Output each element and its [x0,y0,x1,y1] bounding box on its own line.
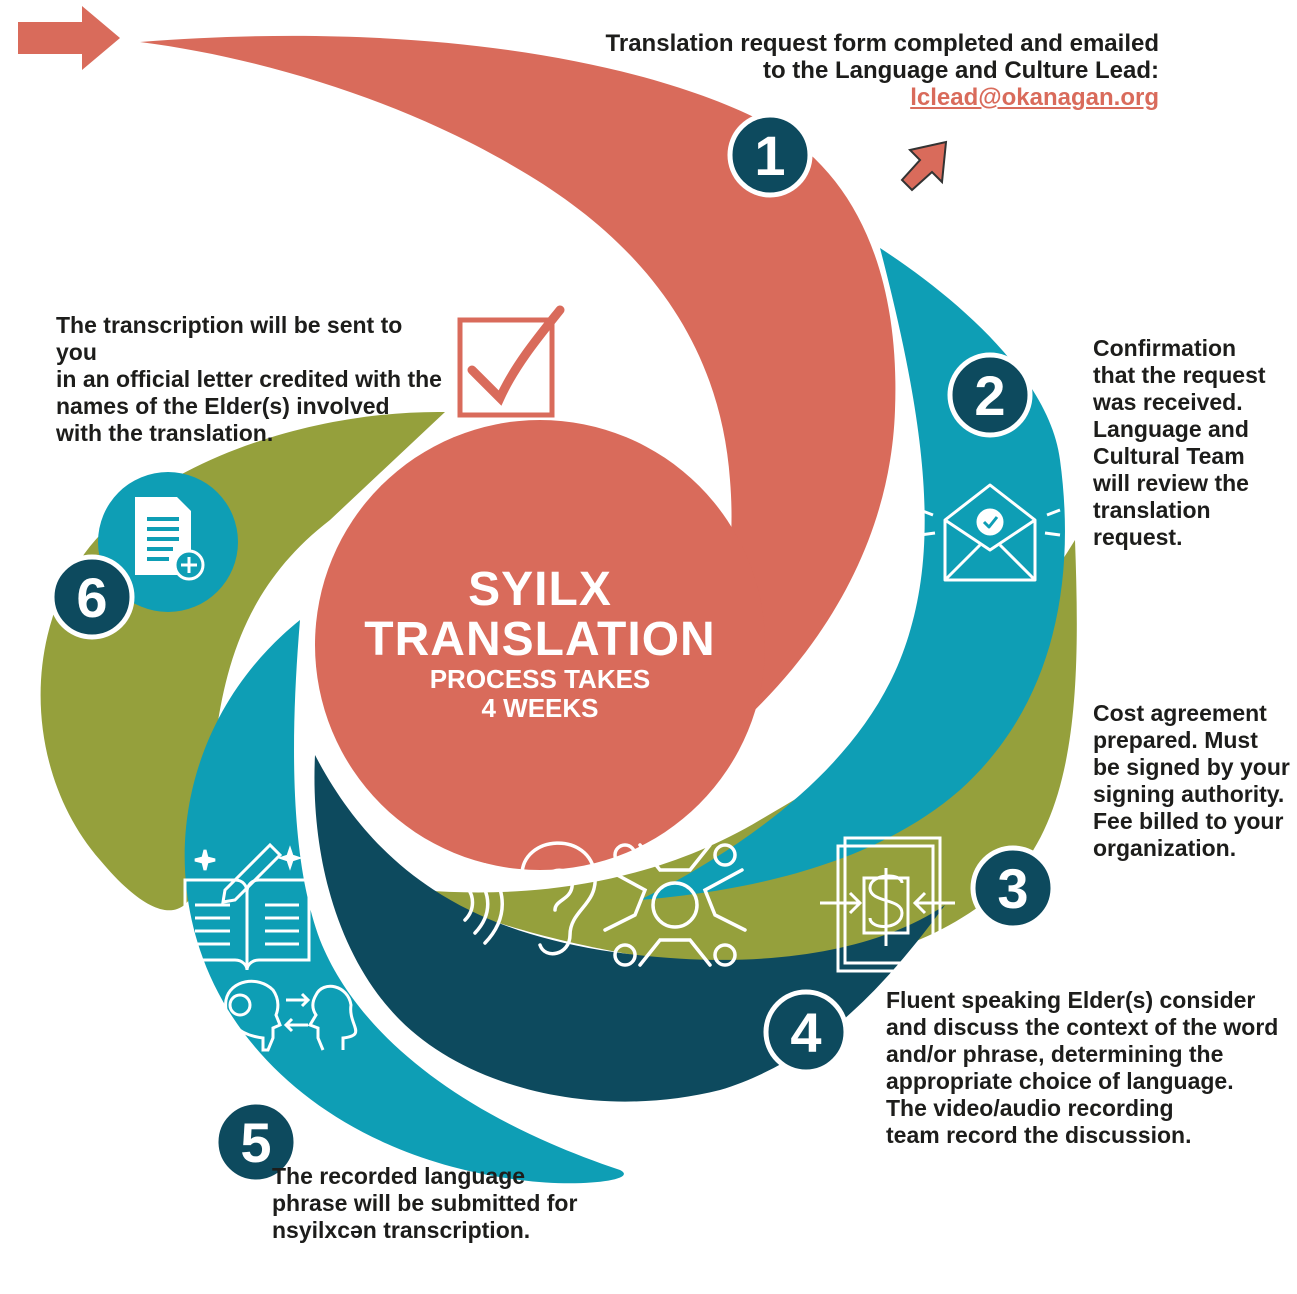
step-5-description: The recorded language phrase will be sub… [272,1163,602,1244]
step-6-line: The transcription will be sent to you [56,312,403,365]
step-4-line: and/or phrase, determining the [886,1041,1224,1067]
badge-step-1: 1 [727,112,813,198]
step-6-line: with the translation. [56,420,274,446]
step-1-description: Translation request form completed and e… [599,30,1159,111]
badge-step-2: 2 [947,352,1033,438]
step-3-description: Cost agreement prepared. Must be signed … [1093,700,1293,862]
arm-step-1 [140,35,896,801]
step-6-line: names of the Elder(s) involved [56,393,390,419]
step-3-line: Cost agreement [1093,700,1267,726]
dollar-document-icon [820,836,955,973]
step-2-line: request. [1093,524,1183,550]
step-6-line: in an official letter credited with the [56,366,442,392]
step-3-line: Fee billed to your [1093,808,1284,834]
step-2-line: was received. [1093,389,1243,415]
step-5-line: The recorded language [272,1163,526,1189]
step-2-line: Language and [1093,416,1249,442]
step-6-description: The transcription will be sent to you in… [56,312,446,447]
badge-step-3: 3 [970,845,1056,931]
step-5-line: nsyilxcən transcription. [272,1217,531,1243]
envelope-check-icon [919,483,1061,582]
step-2-description: Confirmation that the request was receiv… [1093,335,1293,551]
center-circle [315,420,765,870]
center-subtitle-line-1: PROCESS TAKES [429,664,651,694]
badge-number-3: 3 [997,857,1028,920]
badge-step-5: 5 [213,1099,299,1185]
center-subtitle-line-2: 4 WEEKS [481,693,599,723]
start-arrow-icon [18,6,120,70]
step-2-line: Confirmation [1093,335,1237,361]
badge-step-4: 4 [763,989,849,1075]
step-2-line: that the request [1093,362,1266,388]
step-1-line: Translation request form completed and e… [605,30,1159,57]
document-add-icon [135,497,205,581]
step-4-description: Fluent speaking Elder(s) consider and di… [886,987,1286,1149]
center-title: SYILX TRANSLATION PROCESS TAKES 4 WEEKS [320,565,760,723]
step-3-line: be signed by your [1093,754,1290,780]
badge-number-2: 2 [974,364,1005,427]
step-2-line: Cultural Team [1093,443,1245,469]
center-title-line-2: TRANSLATION [364,613,716,666]
checkmark-box-icon [457,305,565,418]
step-4-line: Fluent speaking Elder(s) consider [886,987,1256,1013]
step-4-line: The video/audio recording [886,1095,1174,1121]
book-pencil-icon [183,842,311,971]
headphones-speaker-icon [224,979,358,1052]
arm-step-3 [420,540,1077,969]
step-3-line: signing authority. [1093,781,1285,807]
cursor-arrow-icon [900,140,948,192]
step-4-line: and discuss the context of the word [886,1014,1279,1040]
badge-number-4: 4 [790,1001,821,1064]
step-2-line: will review the [1093,470,1249,496]
email-link[interactable]: lclead@okanagan.org [910,84,1159,111]
badge-number-5: 5 [240,1111,271,1174]
step-5-line: phrase will be submitted for [272,1190,578,1216]
step-4-line: team record the discussion. [886,1122,1192,1148]
center-title-line-1: SYILX [468,563,612,616]
step-3-line: prepared. Must [1093,727,1258,753]
badge-number-1: 1 [754,124,785,187]
step-4-line: appropriate choice of language. [886,1068,1234,1094]
step-2-line: translation [1093,497,1211,523]
badge-number-6: 6 [76,566,107,629]
step-1-line: to the Language and Culture Lead: [762,57,1159,84]
listening-ear-icon [463,841,747,967]
step-3-line: organization. [1093,835,1237,861]
arm-step-5 [184,620,624,1184]
